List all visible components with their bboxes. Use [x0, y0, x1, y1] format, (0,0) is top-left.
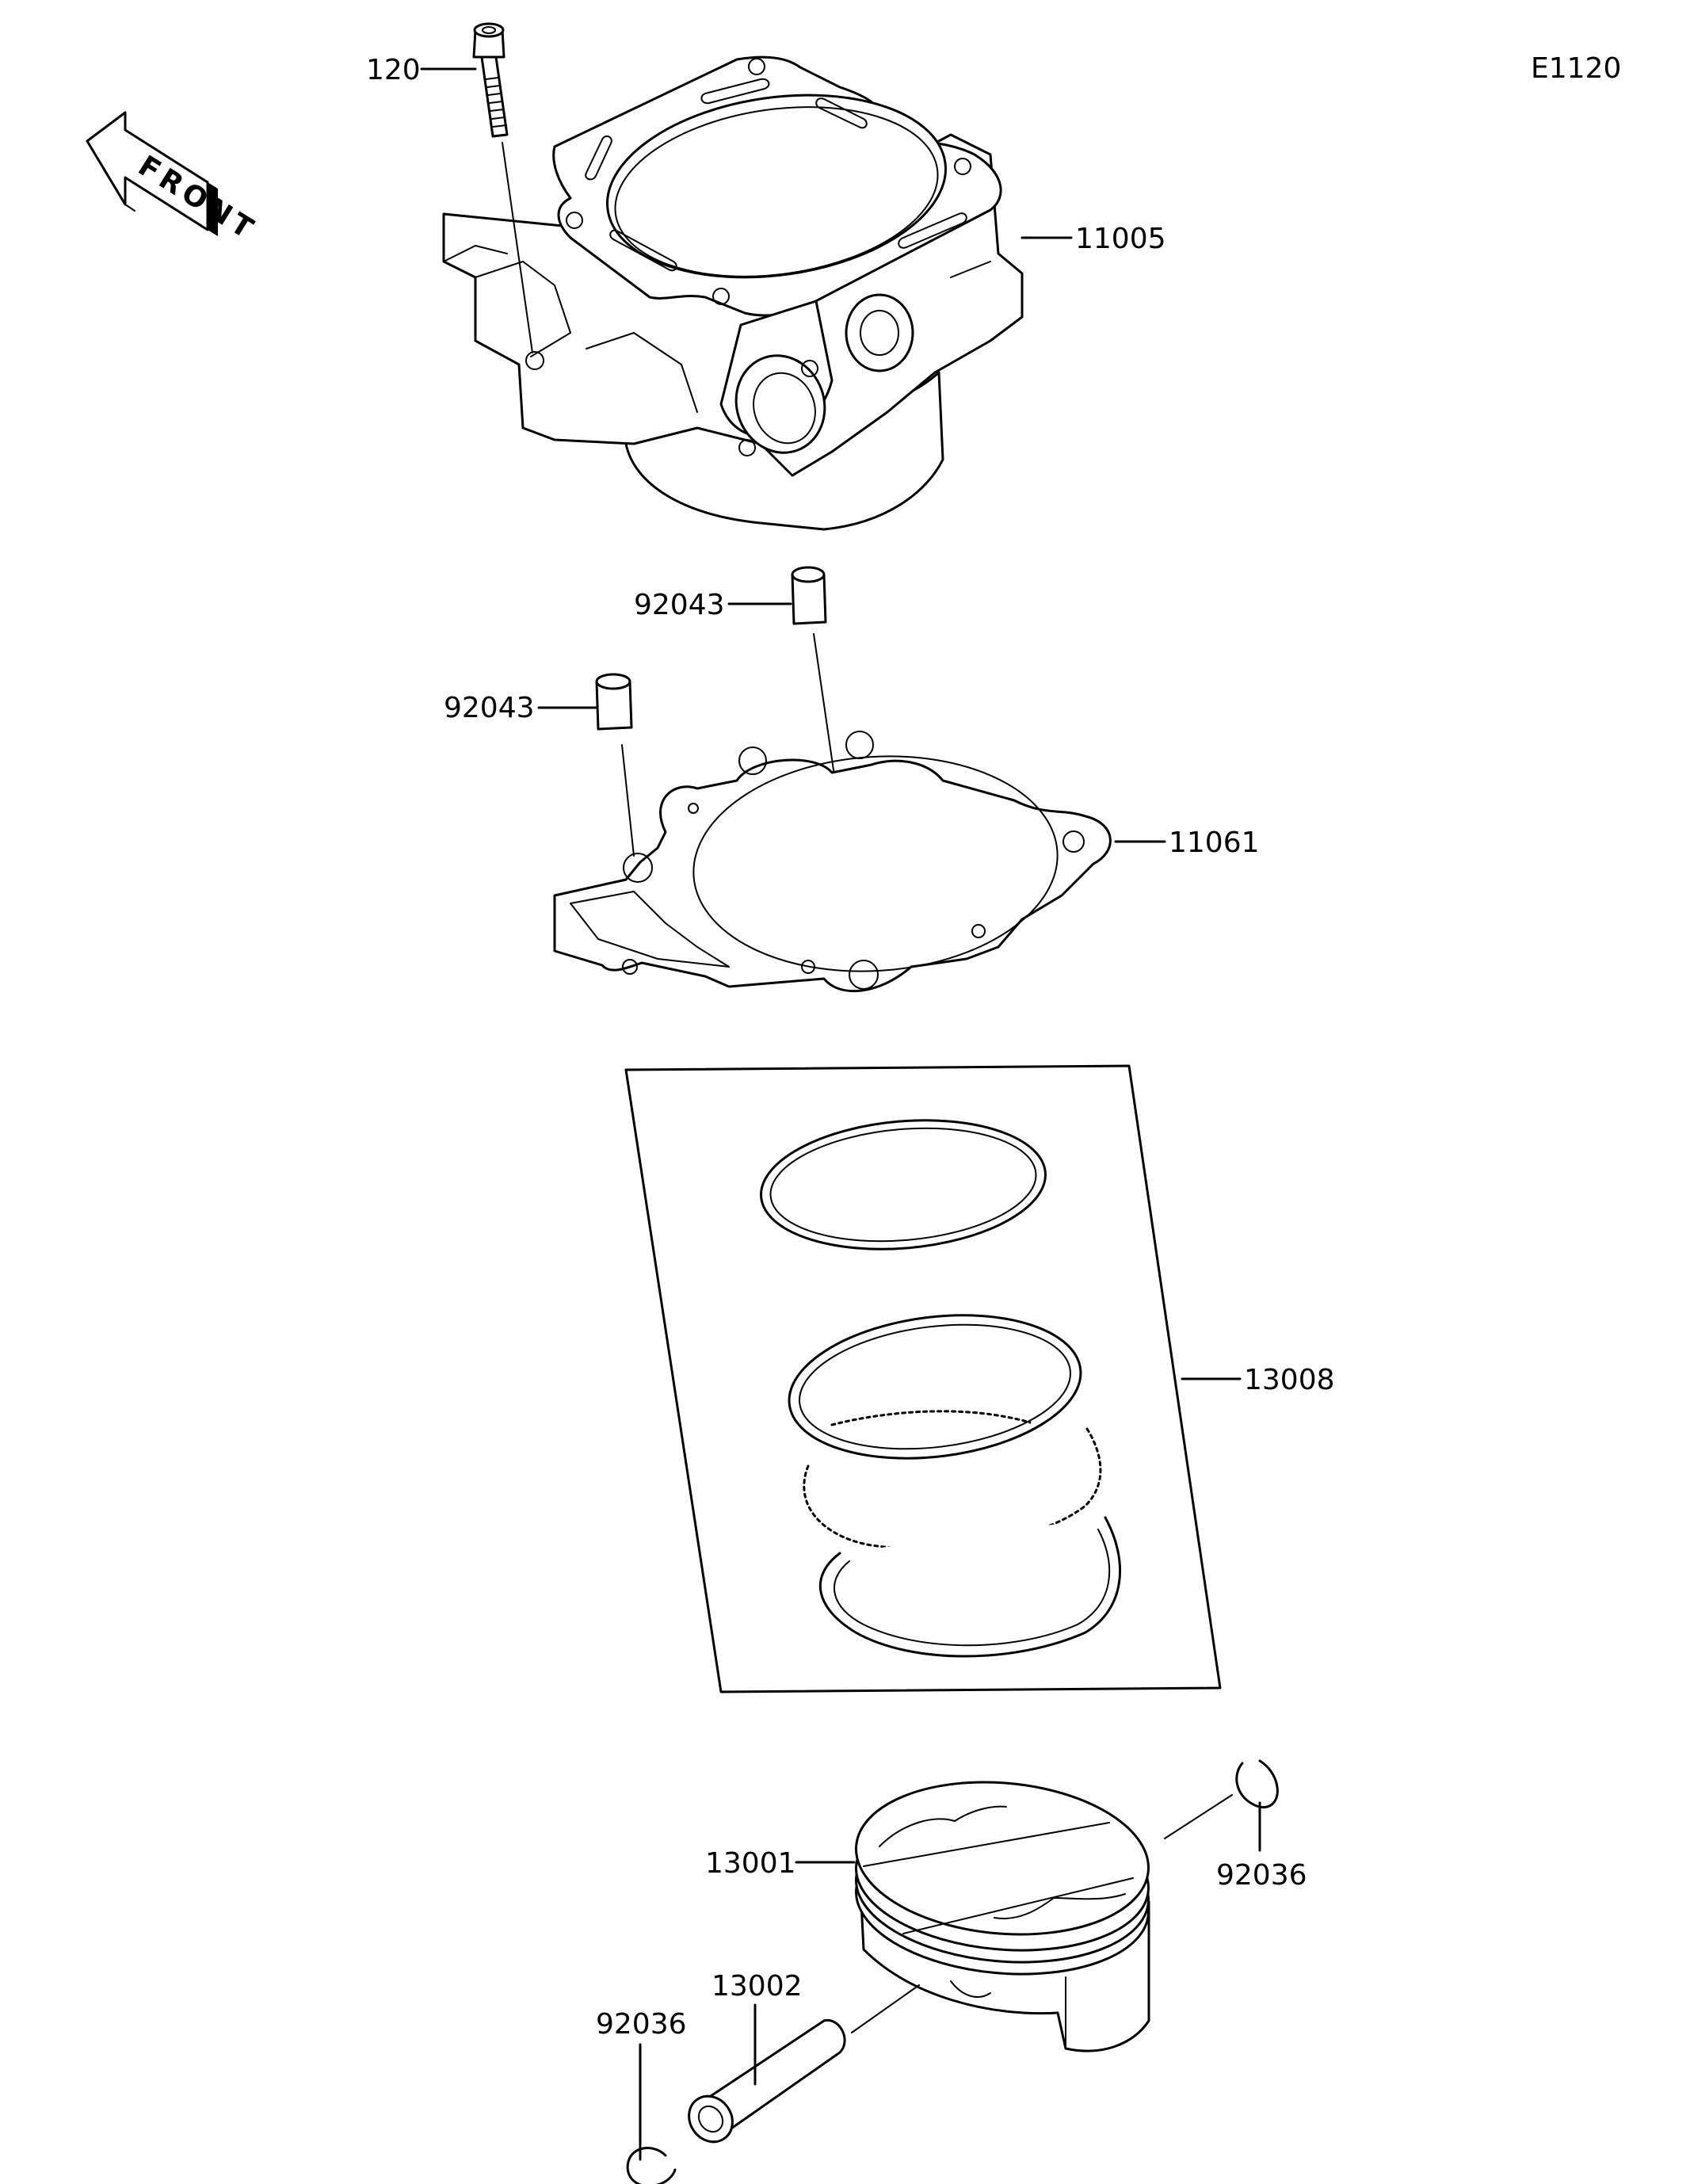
circlip-left-part: [626, 2147, 677, 2184]
callout-dowel-upper: 92043: [634, 589, 725, 621]
callout-ring-set: 13008: [1244, 1364, 1335, 1396]
callout-piston-pin: 13002: [711, 1970, 803, 2003]
callout-circlip-right: 92036: [1216, 1859, 1307, 1892]
callout-dowel-lower: 92043: [444, 692, 535, 724]
piston-pin-part: [688, 1984, 920, 2144]
callout-leader-lines: [420, 67, 1261, 2161]
front-badge-label: FRONT: [132, 150, 262, 248]
cylinder-bolt-part: [472, 22, 533, 353]
diagram-reference-code: E1120: [1531, 52, 1621, 85]
cylinder-part: [442, 55, 1024, 531]
callout-cylinder: 11005: [1075, 223, 1166, 255]
callout-bolt: 120: [366, 54, 421, 86]
callout-circlip-left: 92036: [596, 2008, 687, 2041]
piston-part: [855, 1781, 1150, 2052]
circlip-right-part: [1164, 1759, 1279, 1839]
base-gasket-part: [553, 731, 1112, 993]
callout-base-gasket: 11061: [1169, 827, 1260, 859]
callout-piston: 13001: [705, 1847, 796, 1880]
dowel-pin-lower-part: [595, 673, 635, 857]
front-direction-arrow-icon: FRONT: [86, 111, 262, 248]
piston-ring-set-part: [624, 1064, 1222, 1693]
